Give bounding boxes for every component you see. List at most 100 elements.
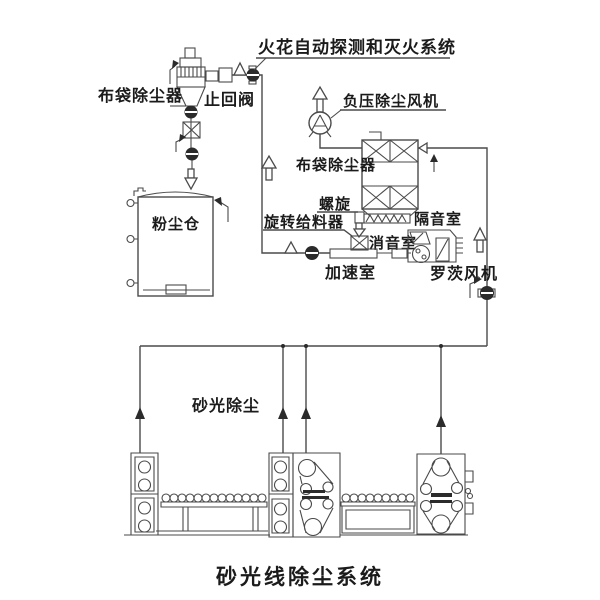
up-arrow-head: [260, 154, 278, 169]
cyclone-cap: [179, 57, 202, 68]
sanding-line: [124, 452, 474, 538]
label-soundproof-room: 隔音室: [414, 210, 462, 228]
machine-right: [416, 453, 474, 535]
blower-rotor-housing: [411, 244, 431, 264]
conveying-flow-arrow: [260, 154, 278, 181]
label-dust-bin: 粉尘仓: [152, 215, 200, 233]
dust-bin-gate: [165, 284, 187, 295]
riser-arrow-head: [472, 226, 488, 241]
soundproof-enclosure: [407, 229, 457, 263]
filter-cap: [369, 131, 382, 140]
up-arrow: [135, 407, 145, 419]
dust-bin-arc-top: [137, 191, 214, 198]
dust-bin-top-arrow-line: [219, 201, 229, 222]
fan-label-pointer: [330, 109, 342, 119]
dust-bin-vent-bump: [133, 187, 146, 196]
blower-rotor-lobe: [415, 248, 421, 254]
label-roots-blower: 罗茨风机: [430, 264, 498, 283]
label-bag-filter-left: 布袋除尘器: [98, 86, 183, 105]
rotary-feeder: 旋转给料器 消音室: [263, 213, 417, 252]
dust-bin-top-arrow-head: [214, 197, 222, 206]
machine-center-platen: [302, 490, 329, 499]
spark-detection-system: 火花自动探测和灭火系统: [253, 37, 455, 71]
inlet-bent-arrow-head: [430, 154, 438, 162]
pointer-head: [179, 134, 186, 142]
riser-arrow-stem: [476, 239, 484, 253]
silencer-body: [391, 248, 408, 259]
check-valve-body: [218, 67, 233, 83]
roots-blower-room: 隔音室 罗茨风机: [407, 210, 498, 283]
bag-filter-unit: 布袋除尘器: [296, 131, 438, 224]
label-silencer-room: 消音室: [369, 234, 417, 252]
check-valve-icon: [232, 61, 248, 76]
riser-details: [469, 226, 496, 300]
conveyor-2-rollers: [341, 493, 415, 503]
down-arrow-stem: [187, 168, 195, 179]
dust-bin-tank: [137, 196, 214, 297]
exhaust-arrow-head: [311, 85, 329, 100]
label-acceleration-chamber: 加速室: [324, 263, 376, 282]
dust-bin-level-ports: [126, 198, 138, 288]
fan-suction-pipe: [319, 134, 362, 149]
spark-detector-valve: [246, 65, 260, 85]
spark-pointer: [253, 57, 267, 71]
check-symbol: [283, 240, 299, 254]
filter-hopper: [361, 208, 419, 217]
drop-flow-arrows: [135, 407, 446, 427]
machine-left: [130, 452, 159, 536]
diagram-title: 砂光线除尘系统: [216, 565, 384, 589]
screw-trough: [363, 213, 411, 224]
machine-center-column: [268, 452, 294, 538]
filter-sections: [361, 139, 419, 210]
down-arrow-head: [183, 177, 199, 191]
negative-pressure-fan: 负压除尘风机: [308, 85, 446, 138]
enclosure-panel: [409, 231, 431, 245]
cyclone-pleats: [177, 67, 205, 78]
exhaust-arrow-stem: [316, 98, 324, 113]
acceleration-chamber: 加速室: [324, 248, 411, 282]
rotary-feeder-x: [350, 235, 369, 251]
conveyor-2-table: [340, 501, 416, 534]
dust-bin: 粉尘仓: [126, 187, 229, 297]
riser-valve-pointer-head: [474, 276, 482, 284]
outlet-flange: [205, 70, 219, 82]
label-screw: 螺旋: [319, 195, 351, 213]
label-sanding-dedusting: 砂光除尘: [192, 396, 260, 415]
cyclone-cap-top: [184, 47, 196, 59]
cyclone-cone: [176, 86, 206, 107]
filter-inlet-pipe: [418, 147, 488, 346]
machine-right-platen: [430, 493, 452, 503]
rotary-airlock-x: [182, 121, 201, 139]
up-arrow: [278, 407, 288, 419]
screw-label-group: 螺旋: [317, 195, 358, 213]
label-check-valve: 止回阀: [204, 90, 255, 109]
inlet-arrow-head: [417, 141, 428, 155]
fan-impeller-icon: [311, 114, 329, 131]
rotary-airlock: [182, 121, 201, 139]
rotary-feeder-valve: [350, 235, 369, 251]
feed-arrow-head: [352, 228, 367, 239]
label-pointer-head: [172, 60, 179, 69]
pointer-line: [175, 138, 183, 152]
cyclone-bag-filter: [169, 47, 248, 191]
fan-feet: [308, 131, 332, 138]
up-arrow-stem: [265, 167, 273, 181]
up-arrow: [301, 407, 311, 419]
label-rotary-feeder: 旋转给料器: [263, 213, 344, 231]
conveying-line-valves: [283, 240, 319, 260]
label-negative-pressure-fan: 负压除尘风机: [343, 92, 439, 110]
conveyor-1-rollers: [161, 493, 267, 503]
up-arrow: [436, 415, 446, 427]
blower-rotor-lobe: [421, 254, 427, 260]
rotary-feeder-underline: [263, 229, 353, 237]
label-bag-filter-right: 布袋除尘器: [296, 156, 376, 174]
riser-valve-pointer: [469, 280, 478, 298]
cooling-fins: [456, 237, 463, 254]
label-pointer-line: [169, 65, 176, 84]
screw-flights: [365, 213, 407, 224]
machine-center-sander: [292, 452, 341, 538]
screw-drive-box: [354, 211, 365, 224]
feed-arrow-stem: [355, 222, 363, 230]
blower-motor-panel: [435, 237, 450, 262]
